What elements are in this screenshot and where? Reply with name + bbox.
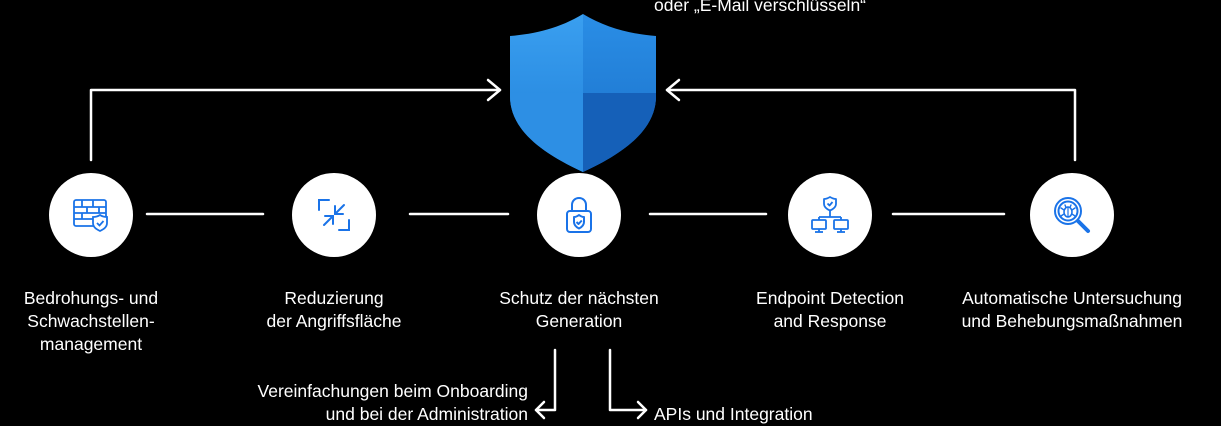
label-line: Schwachstellen- bbox=[27, 311, 155, 331]
node-next-gen-protection bbox=[537, 173, 621, 257]
padlock-shield-icon bbox=[566, 197, 592, 233]
network-shield-icon bbox=[811, 196, 849, 233]
label-line: Schutz der nächsten bbox=[499, 288, 659, 308]
label-line: Bedrohungs- und bbox=[23, 288, 159, 308]
bottom-right-label: APIs und Integration bbox=[654, 404, 813, 424]
node-attack-surface bbox=[292, 173, 376, 257]
node-label-attack-surface: Reduzierung der Angriffsfläche bbox=[234, 287, 434, 333]
left-feedback-arrowhead bbox=[486, 78, 502, 102]
label-line: und Behebungsmaßnahmen bbox=[961, 311, 1183, 331]
node-threat-vulnerability bbox=[49, 173, 133, 257]
label-line: Endpoint Detection bbox=[756, 288, 904, 308]
bottom-left-arrowhead bbox=[534, 400, 546, 420]
label-line: der Angriffsfläche bbox=[266, 311, 402, 331]
node-automated-investigation bbox=[1030, 173, 1114, 257]
shield-icon bbox=[510, 14, 656, 172]
bottom-left-arrow-line bbox=[534, 348, 557, 412]
right-feedback-arrowhead bbox=[665, 78, 681, 102]
label-line: und bei der Administration bbox=[325, 404, 528, 424]
node-label-next-gen-protection: Schutz der nächsten Generation bbox=[479, 287, 679, 333]
label-line: Reduzierung bbox=[284, 288, 384, 308]
label-line: Vereinfachungen beim Onboarding bbox=[257, 381, 528, 401]
bottom-left-label: Vereinfachungen beim Onboarding und bei … bbox=[160, 380, 528, 426]
label-line: Automatische Untersuchung bbox=[962, 288, 1182, 308]
right-feedback-line bbox=[665, 88, 1077, 162]
node-edr bbox=[788, 173, 872, 257]
bottom-right-arrow-line bbox=[608, 348, 648, 412]
label-line: and Response bbox=[773, 311, 887, 331]
label-line: management bbox=[39, 334, 143, 354]
bottom-right-arrowhead bbox=[636, 400, 648, 420]
node-label-edr: Endpoint Detection and Response bbox=[730, 287, 930, 333]
node-label-threat-vulnerability: Bedrohungs- und Schwachstellen- manageme… bbox=[0, 287, 191, 356]
left-feedback-line bbox=[89, 88, 502, 162]
shrink-arrows-icon bbox=[318, 199, 350, 231]
label-line: Generation bbox=[535, 311, 623, 331]
firewall-shield-icon bbox=[73, 199, 108, 233]
magnifier-bug-icon bbox=[1054, 197, 1090, 233]
top-caption: oder „E-Mail verschlüsseln“ bbox=[654, 0, 867, 15]
node-label-automated-investigation: Automatische Untersuchung und Behebungsm… bbox=[952, 287, 1192, 333]
